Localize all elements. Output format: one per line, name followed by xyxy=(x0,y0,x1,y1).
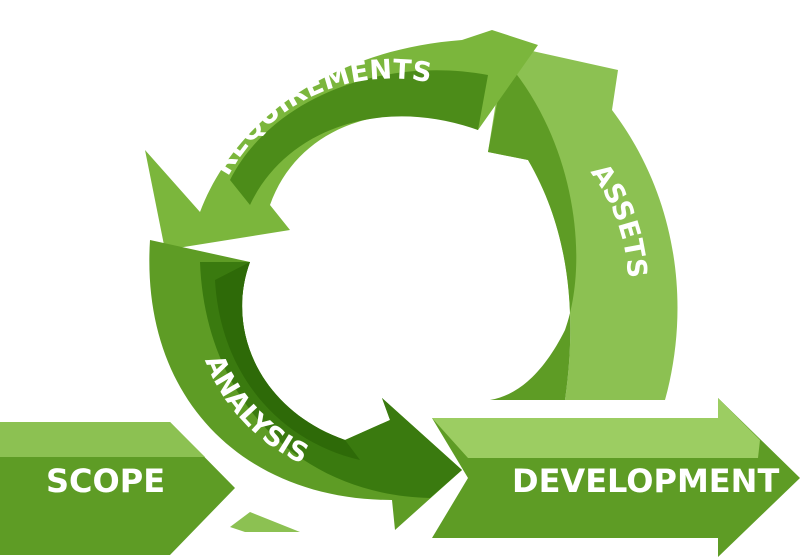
requirements-segment: REQUIREMENTS xyxy=(145,30,538,250)
scope-arrow: SCOPE xyxy=(0,422,300,555)
development-label: DEVELOPMENT xyxy=(512,462,779,500)
scope-label: SCOPE xyxy=(46,462,165,500)
assets-segment: ASSETS xyxy=(488,45,678,400)
development-arrow: DEVELOPMENT xyxy=(432,398,800,557)
